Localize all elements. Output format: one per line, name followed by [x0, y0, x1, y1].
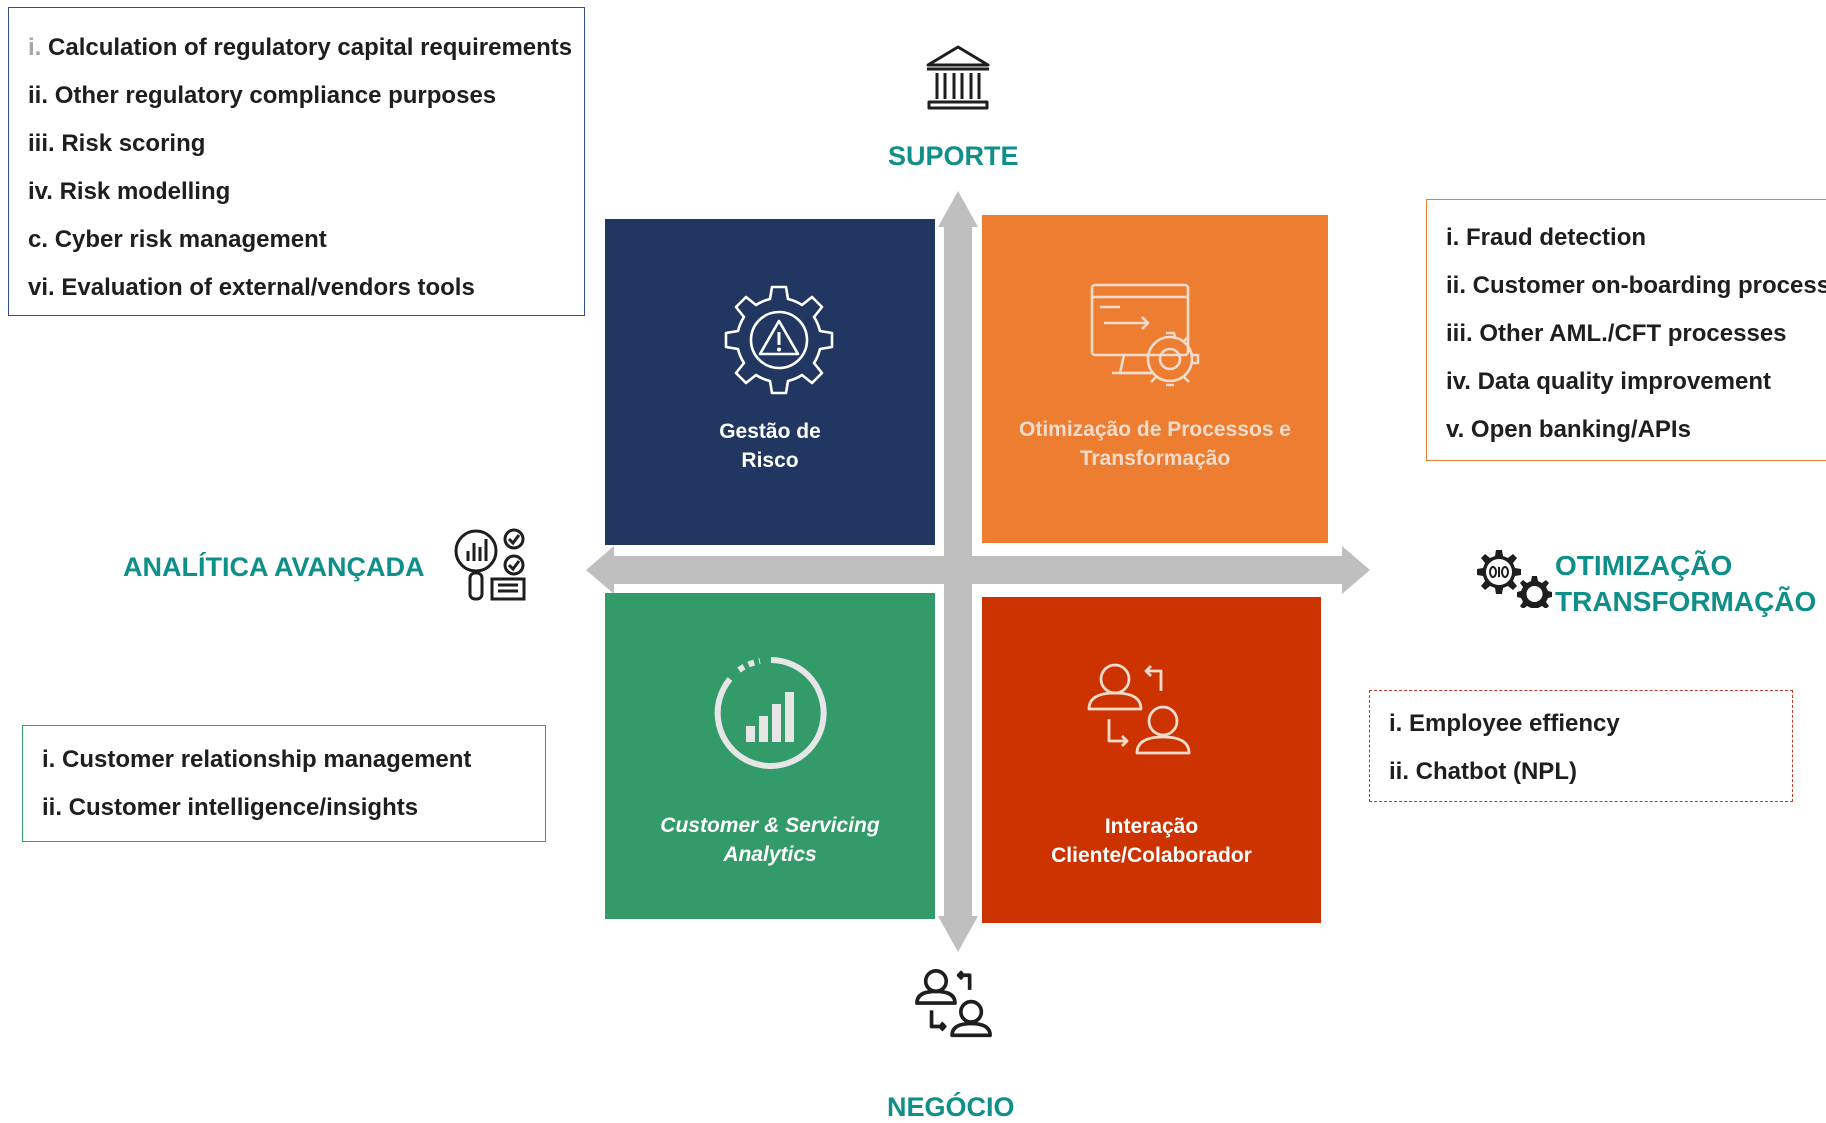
people-exchange-icon: [1087, 663, 1191, 755]
bar-chart-circle-icon: [714, 657, 827, 769]
down-arrowhead: [938, 916, 978, 952]
quadrant-label: Interação Cliente/Colaborador: [1051, 815, 1252, 867]
analytics-magnifier-icon: [454, 528, 526, 601]
quadrant-process-optimization: Otimização de Processos e Transformação: [982, 215, 1328, 543]
list-item: i. Employee effiency: [1389, 710, 1620, 737]
axis-label-top: SUPORTE: [888, 141, 1019, 171]
risk-use-cases-box: i. Calculation of regulatory capital req…: [8, 7, 585, 316]
quadrant-label: Gestão de Risco: [719, 420, 821, 472]
customer-use-cases-box: i. Customer relationship management ii. …: [22, 725, 546, 842]
list-item: vi. Evaluation of external/vendors tools: [28, 274, 475, 301]
list-item: ii. Customer intelligence/insights: [42, 794, 419, 821]
interaction-use-cases-box: i. Employee effiency ii. Chatbot (NPL): [1369, 690, 1793, 802]
list-item: iv. Risk modelling: [28, 178, 231, 205]
quadrant-risk-management: Gestão de Risco: [605, 219, 935, 545]
list-item: i. Customer relationship management: [42, 746, 472, 773]
list-item: ii. Customer on-boarding process: [1446, 272, 1826, 299]
list-item: iii. Risk scoring: [28, 130, 206, 157]
quadrant-label: Customer & Servicing Analytics: [660, 814, 880, 866]
left-arrowhead: [586, 546, 614, 594]
quadrant-label: Otimização de Processos e Transformação: [1019, 418, 1291, 470]
gear-warning-icon: [724, 285, 834, 395]
bank-icon: [926, 45, 990, 110]
list-item: ii. Other regulatory compliance purposes: [28, 82, 497, 109]
gears-binary-icon: [1477, 550, 1552, 608]
list-item: i. Fraud detection: [1446, 224, 1647, 251]
process-use-cases-box: i. Fraud detection ii. Customer on-board…: [1426, 199, 1826, 461]
list-item: c. Cyber risk management: [28, 226, 327, 253]
list-item: iii. Other AML./CFT processes: [1446, 320, 1787, 347]
list-item: i. Calculation of regulatory capital req…: [28, 34, 573, 61]
right-arrowhead: [1342, 546, 1370, 594]
quadrant-customer-analytics: Customer & Servicing Analytics: [605, 593, 935, 919]
horizontal-axis-bar: [612, 556, 1350, 584]
list-item: ii. Chatbot (NPL): [1389, 758, 1577, 785]
quadrant-customer-interaction: Interação Cliente/Colaborador: [982, 597, 1321, 923]
monitor-gear-icon: [1090, 283, 1200, 387]
up-arrowhead: [938, 191, 978, 227]
axis-label-bottom: NEGÓCIO: [887, 1092, 1015, 1122]
list-item: v. Open banking/APIs: [1446, 416, 1691, 443]
people-exchange-icon: [915, 969, 992, 1038]
axis-label-left: ANALÍTICA AVANÇADA: [123, 552, 425, 582]
list-item: iv. Data quality improvement: [1446, 368, 1771, 395]
axis-label-right: OTIMIZAÇÃO TRANSFORMAÇÃO: [1555, 550, 1817, 617]
